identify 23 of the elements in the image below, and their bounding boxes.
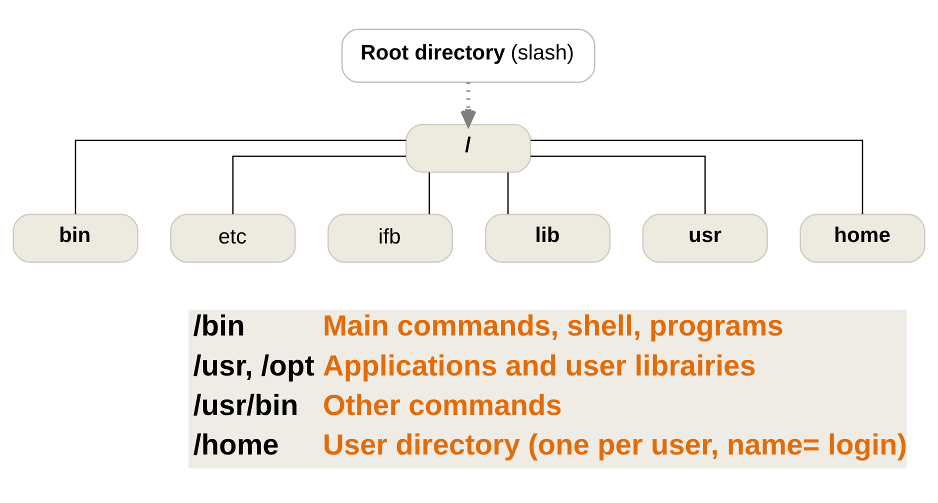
label: /home (193, 430, 279, 462)
node-box: lib (484, 214, 611, 263)
node-box: / (406, 124, 532, 173)
connector (232, 156, 406, 214)
connector (428, 172, 430, 214)
connector (530, 156, 706, 214)
label: Applications and user librairies (322, 350, 756, 382)
label: Main commands, shell, programs (322, 310, 784, 343)
connector (507, 172, 509, 214)
node-box: bin (12, 214, 138, 263)
node-box: ifb (327, 214, 454, 263)
label: /usr/bin (193, 390, 298, 422)
label: Other commands (322, 390, 562, 422)
connector (74, 140, 406, 214)
node-box: etc (170, 214, 296, 263)
node-box: Root directory (slash) (341, 28, 596, 83)
label: User directory (one per user, name= login) (322, 430, 908, 462)
arrow (460, 82, 476, 126)
node-box: usr (642, 214, 768, 263)
label: /usr, /opt (193, 350, 314, 382)
node-box: home (800, 214, 926, 263)
label: /bin (193, 310, 245, 343)
connector (530, 140, 864, 214)
